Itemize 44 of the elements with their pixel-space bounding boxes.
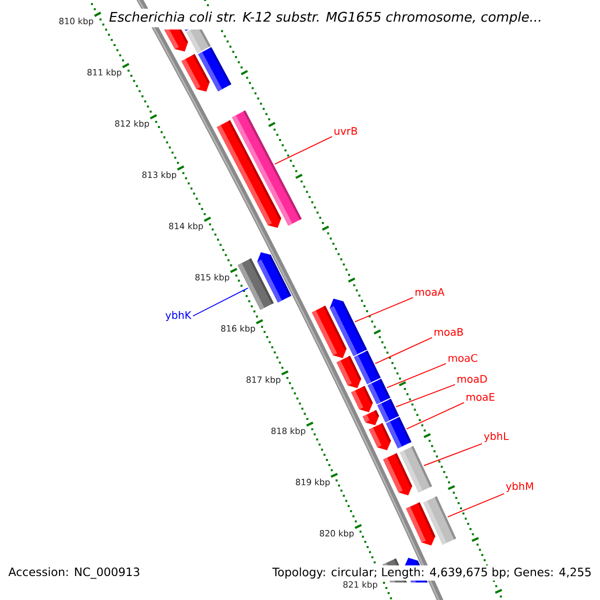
scale-label: 810 kbp bbox=[59, 18, 94, 26]
scale-label: 815 kbp bbox=[195, 274, 230, 282]
gene-block bbox=[312, 306, 347, 358]
leader-line bbox=[192, 288, 248, 316]
gene-block bbox=[383, 453, 412, 496]
scale-label: 817 kbp bbox=[246, 376, 280, 385]
scale-label: 812 kbp bbox=[115, 120, 149, 128]
gene-label: moaA bbox=[416, 288, 445, 296]
gene-block bbox=[362, 410, 380, 426]
gene-block bbox=[186, 30, 211, 54]
gene-label: uvrB bbox=[334, 127, 358, 135]
leader-line bbox=[386, 363, 446, 388]
gene-block bbox=[257, 252, 292, 302]
footer-text: Accession: NC_000913 bbox=[6, 565, 142, 581]
scale-label: 819 kbp bbox=[296, 478, 330, 487]
gene-label: ybhL bbox=[484, 432, 509, 442]
gene-block bbox=[198, 47, 232, 92]
scale-label: 821 kbp bbox=[343, 581, 378, 590]
gene-label: moaC bbox=[448, 354, 478, 362]
gene-block bbox=[336, 356, 362, 388]
gene-block bbox=[351, 386, 373, 412]
gene-block bbox=[406, 502, 436, 546]
gene-label: moaE bbox=[466, 393, 494, 401]
gene-block bbox=[216, 120, 282, 228]
gene-label: moaB bbox=[434, 328, 463, 336]
gene-block bbox=[377, 398, 399, 422]
leader-line bbox=[447, 493, 504, 518]
scale-label: 811 kbp bbox=[87, 68, 122, 78]
scale-label: 820 kbp bbox=[320, 530, 354, 538]
gene-label: ybhM bbox=[506, 482, 533, 492]
leader-line bbox=[354, 297, 414, 322]
gene-block bbox=[368, 423, 392, 450]
gene-block bbox=[164, 30, 188, 52]
scale-label: 814 kbp bbox=[169, 222, 203, 231]
leader-line bbox=[374, 337, 432, 364]
leader-line bbox=[396, 384, 456, 408]
gene-label: ybhK bbox=[166, 310, 192, 322]
scale-label: 813 kbp bbox=[142, 171, 176, 180]
leader-line bbox=[274, 136, 332, 165]
scale-label: 816 kbp bbox=[221, 325, 256, 334]
scale-label: 818 kbp bbox=[271, 427, 306, 436]
title: Escherichia coli str. K-12 substr. MG1655 chromosome, comple... bbox=[106, 8, 545, 28]
leader-line bbox=[406, 402, 464, 430]
gene-label: moaD bbox=[458, 375, 487, 383]
